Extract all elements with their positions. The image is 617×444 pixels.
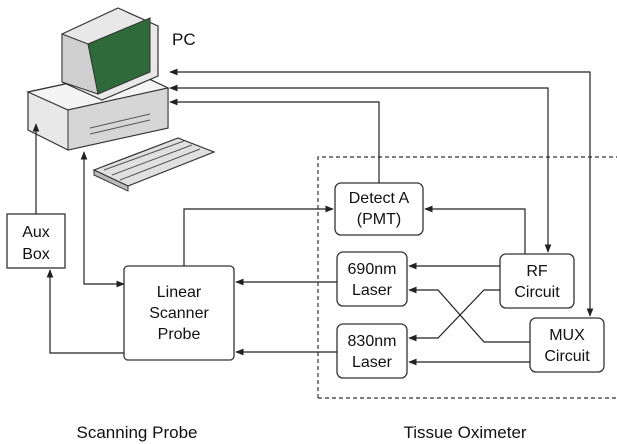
laser-690-label-line1: 690nm [348, 261, 397, 278]
arrow-rf-to-detect [424, 205, 526, 254]
mux-circuit-label-line2: Circuit [544, 348, 590, 365]
arrow-probe-to-aux [46, 269, 124, 354]
mux-circuit-box [529, 317, 605, 373]
arrow-detect-to-pc [169, 98, 380, 183]
computer-icon [26, 7, 216, 192]
mux-circuit-label-line1: MUX [549, 327, 585, 344]
rf-circuit-label-line1: RF [526, 263, 548, 280]
laser-830-box [336, 323, 408, 379]
rf-circuit-label-line2: Circuit [514, 284, 560, 301]
laser-690-label-line2: Laser [352, 282, 393, 299]
caption-scanning-probe: Scanning Probe [77, 423, 198, 442]
arrow-probe-pc-bidirectional [80, 151, 125, 288]
aux-box-label-line1: Aux [22, 224, 50, 241]
detect-a-label-line1: Detect A [349, 190, 410, 207]
detect-a-label-line2: (PMT) [357, 211, 401, 228]
probe-label-line3: Probe [158, 326, 201, 343]
arrow-mux-pc-bidirectional [169, 68, 594, 317]
aux-box [6, 213, 66, 269]
arrow-rf-to-laser830 [408, 289, 500, 342]
aux-box-label-line2: Box [22, 246, 50, 263]
arrow-mux-to-laser690 [408, 286, 530, 343]
laser-830-label-line1: 830nm [348, 333, 397, 350]
probe-label-line2: Scanner [149, 305, 209, 322]
pc-label: PC [172, 30, 196, 49]
laser-830-label-line2: Laser [352, 354, 393, 371]
arrow-probe-to-detect [183, 205, 334, 266]
caption-tissue-oximeter: Tissue Oximeter [403, 423, 526, 442]
probe-label-line1: Linear [157, 284, 202, 301]
